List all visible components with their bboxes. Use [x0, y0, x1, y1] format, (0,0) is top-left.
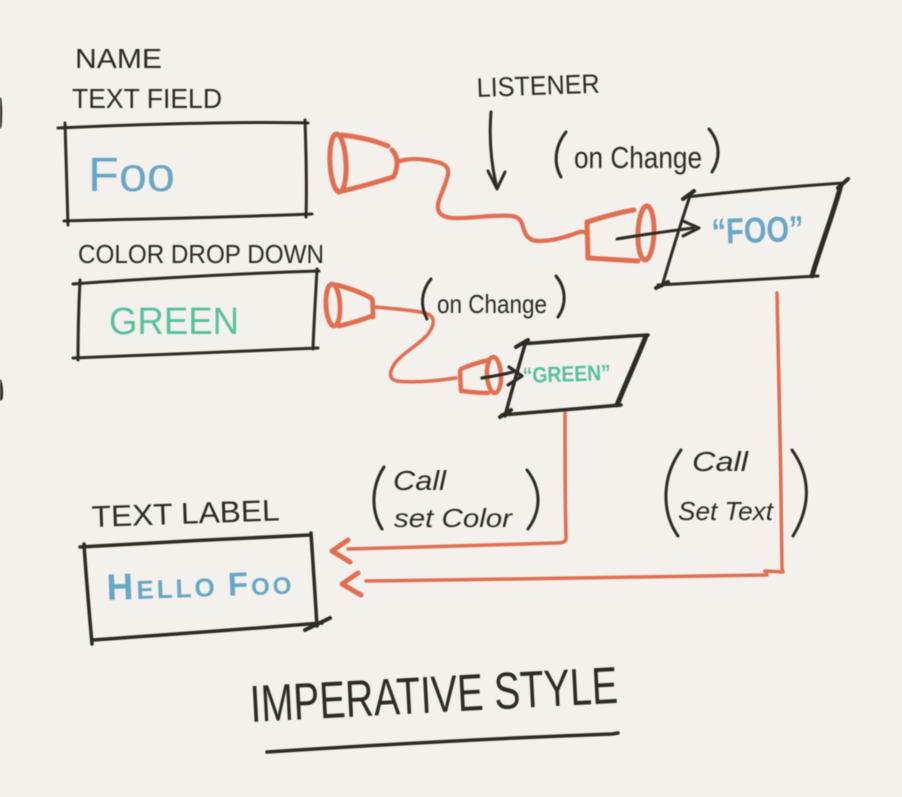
svg-text:on Change: on Change — [437, 289, 547, 319]
svg-text:Set Text: Set Text — [678, 496, 775, 526]
svg-text:NAME: NAME — [75, 43, 162, 74]
svg-text:on Change: on Change — [574, 140, 702, 175]
svg-text:Foo: Foo — [88, 149, 175, 202]
svg-text:COLOR DROP DOWN: COLOR DROP DOWN — [78, 239, 324, 269]
svg-text:set Color: set Color — [394, 503, 514, 533]
svg-text:HELLO FOO: HELLO FOO — [106, 560, 295, 608]
svg-text:“FOO”: “FOO” — [711, 208, 804, 252]
svg-text:Call: Call — [692, 446, 749, 477]
svg-text:TEXT LABEL: TEXT LABEL — [91, 494, 280, 534]
svg-text:“GREEN”: “GREEN” — [522, 360, 611, 388]
svg-text:TEXT FIELD: TEXT FIELD — [72, 83, 222, 114]
svg-text:Call: Call — [393, 465, 447, 496]
svg-text:GREEN: GREEN — [109, 301, 239, 343]
svg-text:LISTENER: LISTENER — [476, 69, 600, 103]
